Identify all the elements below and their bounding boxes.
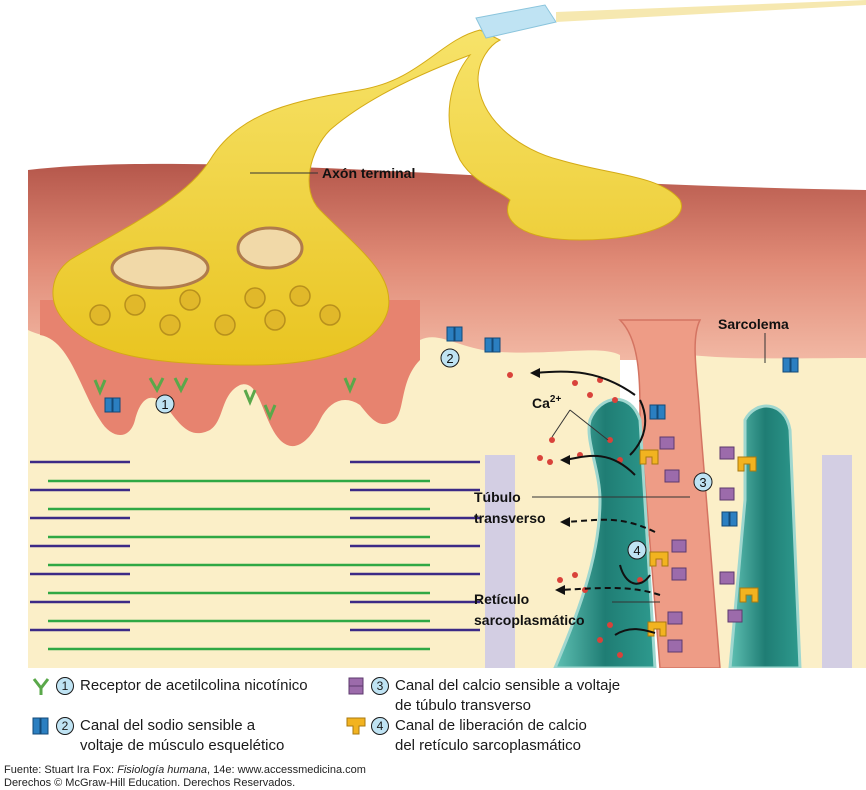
calcium-ions bbox=[507, 372, 643, 658]
axon bbox=[52, 29, 682, 366]
legend-item-4: 4 Canal de liberación de calcio del retí… bbox=[345, 716, 587, 756]
sodium-channels bbox=[104, 326, 799, 527]
leader-lines bbox=[250, 172, 766, 603]
source-prefix: Fuente: Stuart Ira Fox: bbox=[4, 764, 118, 776]
calcium-symbol: Ca bbox=[532, 395, 550, 411]
sodium-channel-icon bbox=[32, 717, 49, 735]
legend-text-2: Canal del sodio sensible a voltaje de mú… bbox=[80, 717, 285, 754]
calcium-label: Ca2+ bbox=[532, 394, 561, 411]
legend-item-3: 3 Canal del calcio sensible a voltaje de… bbox=[345, 676, 620, 716]
legend-text-3: Canal del calcio sensible a voltaje de t… bbox=[395, 677, 621, 714]
legend-item-1: 1 Receptor de acetilcolina nicotínico bbox=[30, 676, 308, 696]
legend-num-2: 2 bbox=[56, 717, 74, 735]
rights-line: Derechos © McGraw-Hill Education. Derech… bbox=[4, 777, 296, 789]
calcium-charge: 2+ bbox=[550, 394, 562, 405]
calcium-channels bbox=[659, 436, 743, 653]
marker-3-text: 3 bbox=[699, 475, 706, 490]
calcium-channel-icon bbox=[348, 677, 364, 695]
sr-label-line2: sarcoplasmático bbox=[474, 612, 585, 628]
legend: 1 Receptor de acetilcolina nicotínico 2 … bbox=[0, 668, 866, 763]
source-title: Fisiología humana bbox=[117, 764, 207, 776]
synaptic-vesicles bbox=[89, 285, 341, 336]
t-tubule bbox=[618, 319, 721, 668]
source-line: Fuente: Stuart Ira Fox: Fisiología human… bbox=[4, 764, 366, 777]
legend-num-3: 3 bbox=[371, 677, 389, 695]
source-suffix: , 14e: www.accessmedicina.com bbox=[207, 764, 366, 776]
legend-num-4: 4 bbox=[371, 717, 389, 735]
marker-3: 3 bbox=[693, 472, 713, 492]
legend-text-1: Receptor de acetilcolina nicotínico bbox=[80, 677, 308, 694]
calcium-release-channel-icon bbox=[346, 717, 366, 735]
acetylcholine-receptor-icon bbox=[32, 678, 50, 695]
source-footer: Fuente: Stuart Ira Fox: Fisiología human… bbox=[4, 764, 366, 790]
t-tubule-label-line2: transverso bbox=[474, 510, 546, 526]
sarcoplasmic-reticulum-left bbox=[553, 397, 657, 668]
marker-2: 2 bbox=[440, 348, 460, 368]
sr-label-line1: Retículo bbox=[474, 591, 529, 607]
legend-num-1: 1 bbox=[56, 677, 74, 695]
legend-text-4: Canal de liberación de calcio del retícu… bbox=[395, 717, 587, 754]
axon-fiber bbox=[556, 0, 866, 22]
neuromuscular-junction-diagram: Axón terminal Sarcolema Ca2+ Túbulo tran… bbox=[28, 0, 866, 668]
sarcolemma-label: Sarcolema bbox=[718, 316, 789, 332]
flow-arrows bbox=[534, 370, 661, 636]
marker-1-text: 1 bbox=[161, 397, 168, 412]
legend-item-2: 2 Canal del sodio sensible a voltaje de … bbox=[30, 716, 284, 756]
acetylcholine-receptors bbox=[93, 377, 357, 421]
arrow-heads bbox=[530, 368, 570, 595]
sarcoplasmic-reticulum-right bbox=[728, 404, 802, 668]
t-tubule-label-line1: Túbulo bbox=[474, 489, 521, 505]
marker-1: 1 bbox=[155, 394, 175, 414]
z-disc-right bbox=[822, 455, 852, 668]
marker-4-text: 4 bbox=[633, 543, 640, 558]
mitochondria bbox=[110, 226, 304, 290]
myofibrils bbox=[30, 460, 480, 651]
myelin-sheath bbox=[475, 4, 557, 39]
axon-terminal-label: Axón terminal bbox=[322, 165, 415, 181]
z-disc-left bbox=[485, 455, 515, 668]
marker-2-text: 2 bbox=[446, 351, 453, 366]
marker-4: 4 bbox=[627, 540, 647, 560]
